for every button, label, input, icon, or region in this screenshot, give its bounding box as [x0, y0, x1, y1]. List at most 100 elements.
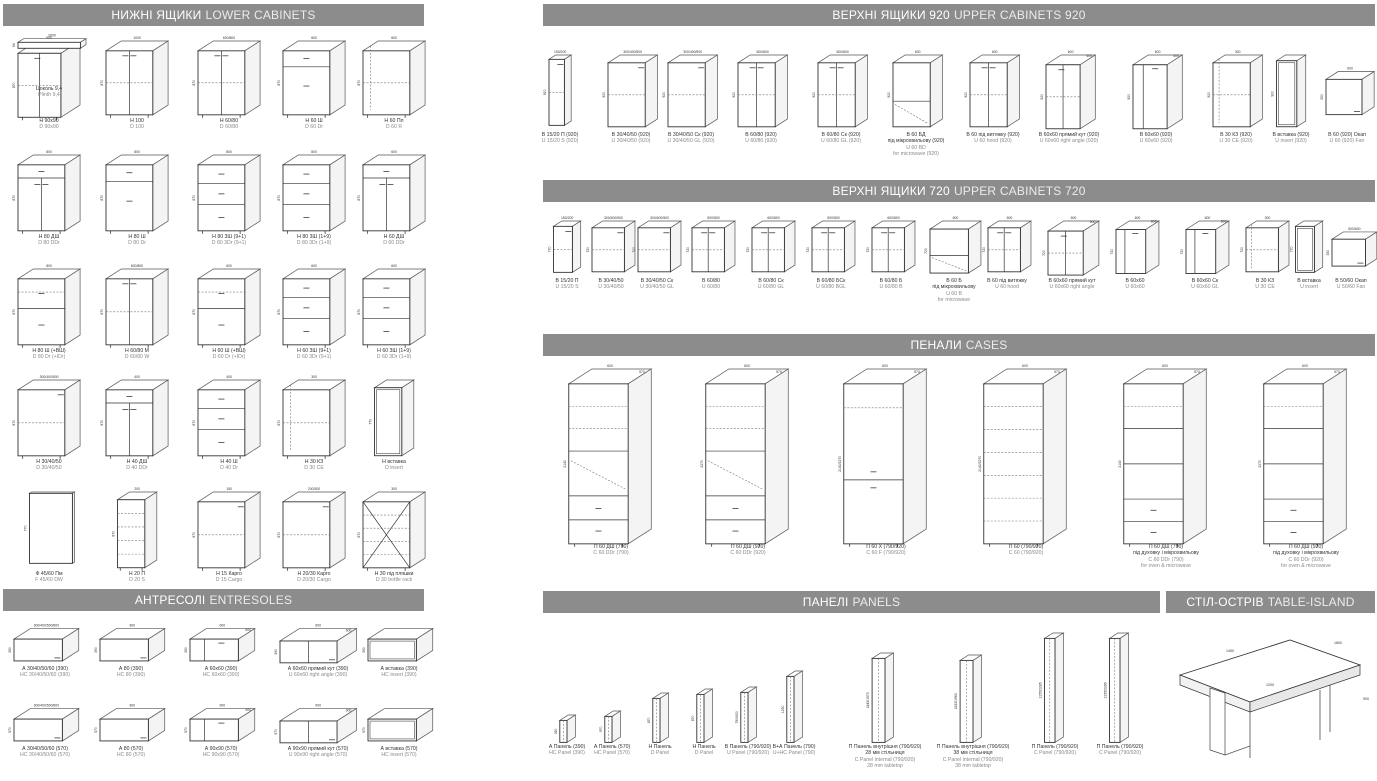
width-dimension: 900 [220, 704, 226, 708]
label-en: C 60 DDr (790) [1148, 556, 1184, 563]
height-dimension: 720 [548, 246, 552, 252]
label-en: HC 60x60 (390) [202, 672, 240, 679]
label-en: C 60 DDr (920) [730, 550, 766, 557]
label-en: Plinth 9,4 [38, 92, 60, 99]
label-en: U 15/20 S (920) [541, 138, 579, 145]
label-en: U insert (920) [1275, 138, 1307, 145]
label-ua: В 60/80 Б [879, 278, 903, 284]
label-ua: П Панель (790/920) [1031, 744, 1079, 750]
height-dimension: 920 [732, 92, 736, 98]
label-en: D 60/80 [219, 124, 239, 131]
width-dimension: 600 [226, 264, 232, 268]
label-en: D 60 3Dr (9+1) [296, 354, 332, 361]
height-dimension: 2140 [563, 460, 567, 468]
depth-dimension: 900 [346, 709, 352, 713]
height-dimension: 720 [746, 247, 750, 253]
